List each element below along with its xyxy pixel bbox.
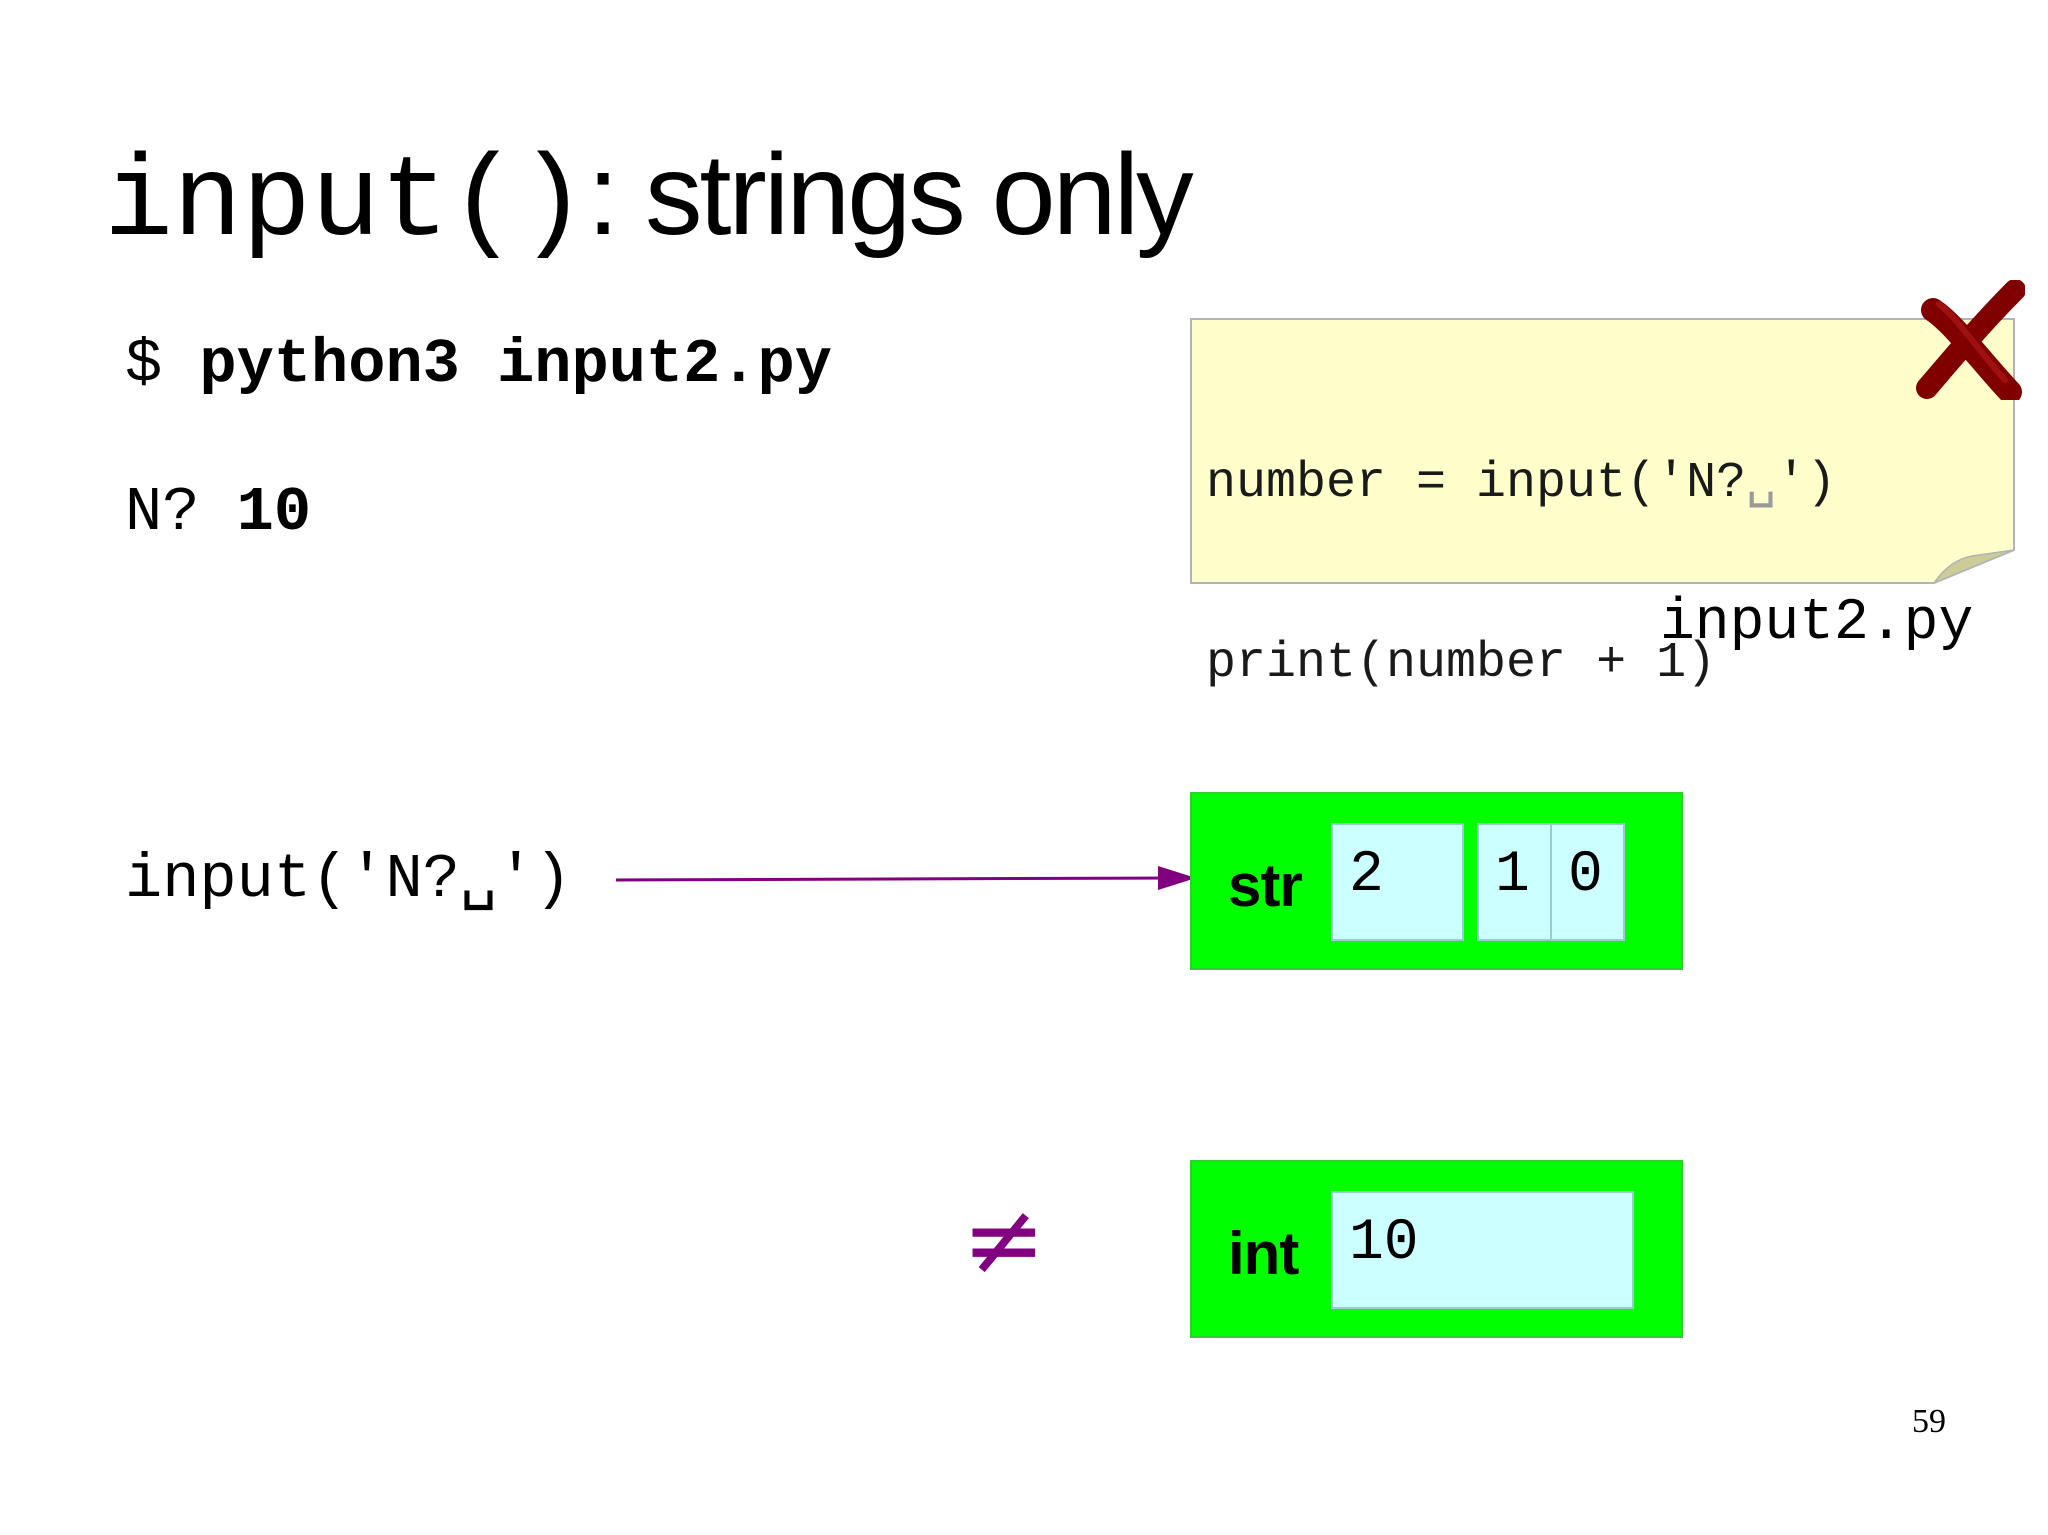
str-char-cell: 1 [1477, 823, 1552, 941]
user-input: 10 [236, 477, 312, 548]
space-symbol: ␣ [1746, 455, 1777, 512]
code-line-2: print(number + 1) [1206, 635, 1717, 692]
terminal-input-line: N? 10 [125, 478, 311, 548]
terminal-command-line: $ python3 input2.py [125, 330, 832, 400]
input-prompt: N? [125, 477, 237, 548]
title-text: : strings only [587, 131, 1194, 259]
note-shape [1190, 318, 2015, 584]
str-object-box: str 2 1 0 [1190, 792, 1683, 970]
shell-prompt: $ [125, 329, 200, 400]
int-value-cell: 10 [1331, 1191, 1634, 1309]
page-number: 59 [1912, 1403, 1946, 1440]
arrow-to-str [615, 866, 1196, 890]
title-code: input() [104, 138, 588, 269]
code-note: number = input('N?␣') print(number + 1) [1190, 318, 2015, 692]
str-type-label: str [1228, 852, 1303, 919]
slide-title: input(): strings only [104, 120, 1194, 270]
red-cross-icon [1915, 279, 2026, 404]
shell-command: python3 input2.py [199, 329, 832, 400]
code-lines: number = input('N?␣') print(number + 1) [1206, 334, 1836, 814]
file-name-label: input2.py [1660, 591, 1974, 656]
int-object-box: int 10 [1190, 1160, 1683, 1338]
str-length-cell: 2 [1331, 823, 1464, 941]
int-type-label: int [1228, 1220, 1299, 1287]
input-expression: input('N?␣') [125, 844, 572, 915]
not-equal-sign: ≠ [962, 1181, 1046, 1298]
code-line-1: number = input('N?␣') [1206, 455, 1837, 512]
space-symbol: ␣ [459, 844, 498, 915]
str-char-cell: 0 [1550, 823, 1625, 941]
